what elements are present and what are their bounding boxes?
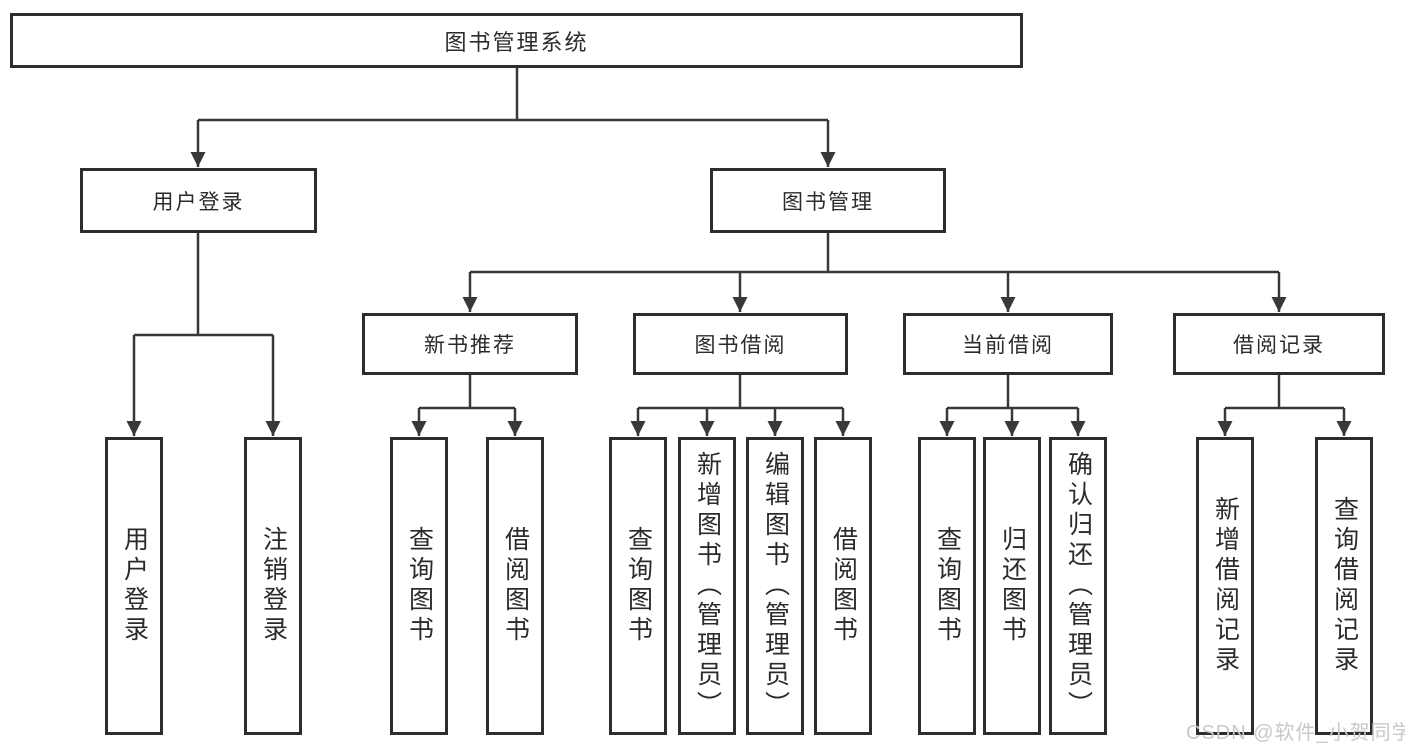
leaf-return-book-label: 归还图书 xyxy=(998,526,1027,646)
leaf-query-borrow-record: 查询借阅记录 xyxy=(1315,437,1373,735)
leaf-query-borrow-record-label: 查询借阅记录 xyxy=(1330,496,1359,676)
node-new-book-recommendation-label: 新书推荐 xyxy=(424,334,516,357)
leaf-logout-label: 注销登录 xyxy=(259,526,288,646)
leaf-query-book-current-label: 查询图书 xyxy=(933,526,962,646)
node-root-system: 图书管理系统 xyxy=(10,13,1023,68)
leaf-query-book-borrowing-label: 查询图书 xyxy=(624,526,653,646)
node-book-borrowing: 图书借阅 xyxy=(633,313,848,375)
leaf-edit-book-admin-label: 编辑图书（管理员） xyxy=(761,451,790,721)
leaf-borrow-book-recommend: 借阅图书 xyxy=(486,437,544,735)
node-book-management-label: 图书管理 xyxy=(782,190,874,214)
leaf-query-book-current: 查询图书 xyxy=(918,437,976,735)
leaf-add-borrow-record: 新增借阅记录 xyxy=(1196,437,1254,735)
leaf-return-book: 归还图书 xyxy=(983,437,1041,735)
leaf-logout: 注销登录 xyxy=(244,437,302,735)
leaf-add-borrow-record-label: 新增借阅记录 xyxy=(1211,496,1240,676)
leaf-user-login: 用户登录 xyxy=(105,437,163,735)
leaf-query-book-recommend: 查询图书 xyxy=(390,437,448,735)
leaf-edit-book-admin: 编辑图书（管理员） xyxy=(746,437,804,735)
watermark: CSDN @软件_小贺同学 xyxy=(1186,722,1405,744)
node-borrowing-records: 借阅记录 xyxy=(1173,313,1385,375)
node-book-management: 图书管理 xyxy=(710,168,946,233)
node-current-borrowing-label: 当前借阅 xyxy=(962,334,1054,357)
leaf-borrow-book-recommend-label: 借阅图书 xyxy=(501,526,530,646)
node-borrowing-records-label: 借阅记录 xyxy=(1233,334,1325,357)
leaf-borrow-book: 借阅图书 xyxy=(814,437,872,735)
node-root-label: 图书管理系统 xyxy=(444,29,589,55)
leaf-query-book-recommend-label: 查询图书 xyxy=(405,526,434,646)
node-book-borrowing-label: 图书借阅 xyxy=(694,334,787,357)
leaf-borrow-book-label: 借阅图书 xyxy=(829,526,858,646)
leaf-add-book-admin: 新增图书（管理员） xyxy=(678,437,736,735)
leaf-add-book-admin-label: 新增图书（管理员） xyxy=(693,451,722,721)
leaf-confirm-return-admin-label: 确认归还（管理员） xyxy=(1064,451,1093,721)
node-user-login: 用户登录 xyxy=(80,168,317,233)
node-user-login-label: 用户登录 xyxy=(152,190,245,214)
leaf-query-book-borrowing: 查询图书 xyxy=(609,437,667,735)
node-new-book-recommendation: 新书推荐 xyxy=(362,313,578,375)
leaf-user-login-label: 用户登录 xyxy=(120,526,149,646)
leaf-confirm-return-admin: 确认归还（管理员） xyxy=(1049,437,1107,735)
node-current-borrowing: 当前借阅 xyxy=(903,313,1113,375)
